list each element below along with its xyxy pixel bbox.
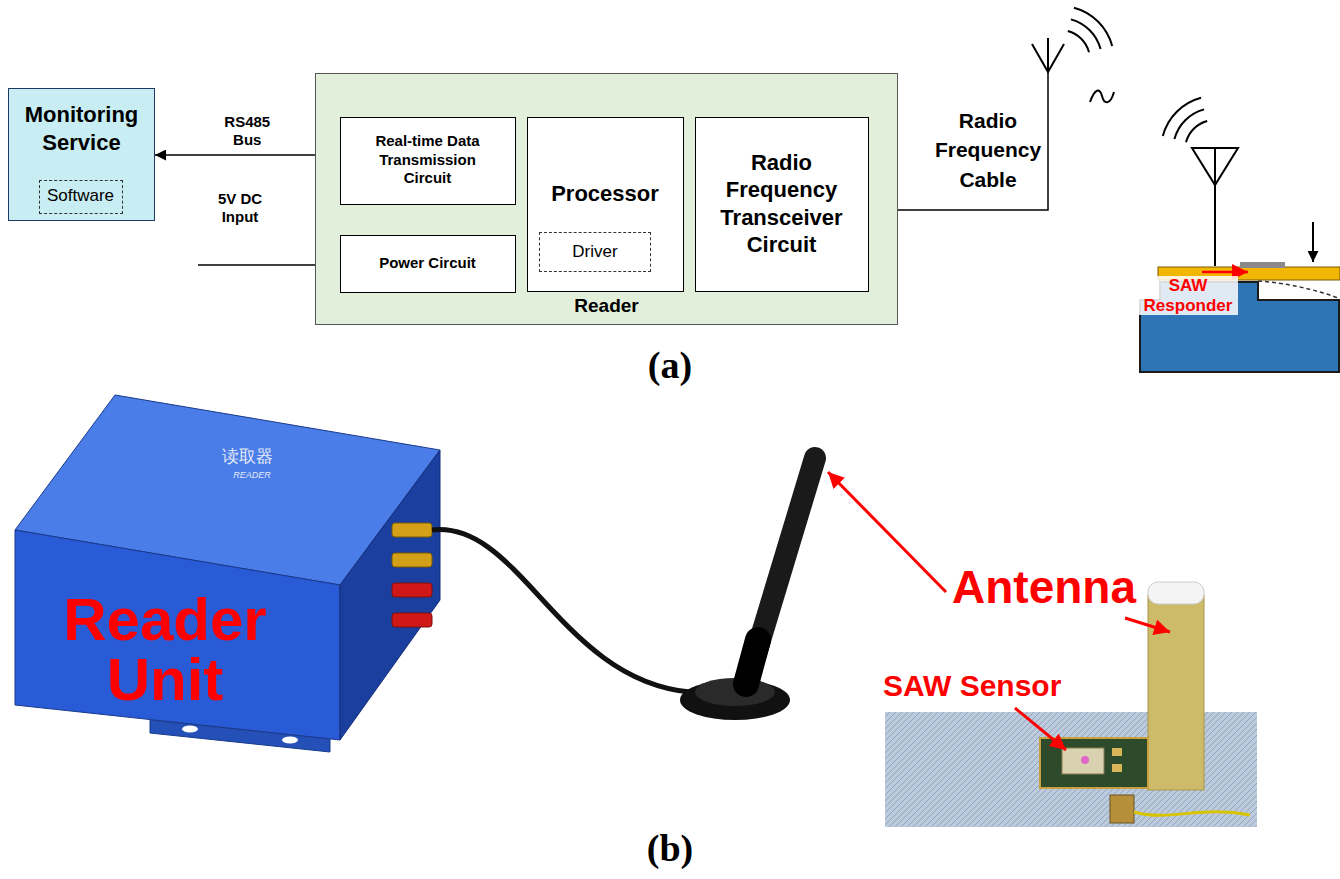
- box-text: Real-time Data Transmission Circuit: [363, 132, 493, 188]
- housing-end: [340, 450, 440, 740]
- signal-squiggle: [1090, 91, 1114, 103]
- housing-front: [15, 530, 340, 740]
- box-text: Power Circuit: [379, 254, 476, 273]
- pointer-arrow: [1015, 708, 1066, 750]
- antenna-joint: [746, 640, 758, 684]
- part-label: Antenna: [952, 560, 1152, 615]
- power-connector: [392, 613, 432, 627]
- sma-connector: [392, 523, 432, 537]
- service-box: Monitoring ServiceSoftware: [8, 88, 155, 221]
- cylinder-antenna: [1148, 595, 1204, 790]
- panel-label: (a): [600, 343, 740, 389]
- sensor-pcb: [1040, 738, 1148, 788]
- part-label: SAW Responder: [1138, 276, 1238, 315]
- power-connector: [392, 583, 432, 597]
- device-marking: READER: [226, 470, 278, 481]
- box-text: Reader: [574, 294, 638, 318]
- cable-label: Radio Frequency Cable: [930, 106, 1046, 194]
- lead-wire: [1134, 812, 1250, 816]
- mounting-flange: [150, 720, 330, 752]
- connector-part: [1110, 795, 1134, 823]
- antenna-cap: [1148, 582, 1204, 604]
- pointer-arrow: [1125, 618, 1170, 632]
- pointer-arrow: [1202, 271, 1248, 274]
- chip-die: [1081, 756, 1089, 764]
- device-marking: 读取器: [216, 446, 278, 466]
- circuit-box: Real-time Data Transmission Circuit: [340, 117, 516, 205]
- reader-box: Reader Real-time Data Transmission Circui…: [315, 73, 898, 325]
- part-label: SAW Sensor: [883, 668, 1093, 704]
- box-text: Processor: [551, 180, 659, 208]
- panel-label: (b): [600, 826, 740, 872]
- radio-waves: [1163, 98, 1207, 142]
- bus-label: RS485 Bus: [217, 113, 277, 149]
- processor-box: ProcessorDriver: [527, 117, 684, 292]
- antenna-feed-line: [1214, 148, 1216, 266]
- force-arrow: [1312, 222, 1314, 262]
- deflection-curve: [1258, 281, 1338, 298]
- circuit-box: Power Circuit: [340, 235, 516, 293]
- saw-chip: [1062, 748, 1104, 774]
- bus-arrow: [155, 154, 340, 156]
- saw-chip: [1240, 262, 1285, 268]
- circuit-box: Radio Frequency Transceiver Circuit: [695, 117, 869, 292]
- box-text: Software: [47, 185, 114, 206]
- driver-box: Driver: [539, 232, 651, 272]
- antenna-symbol: [1032, 38, 1064, 72]
- mounting-hole: [182, 726, 198, 733]
- box-text: Radio Frequency Transceiver Circuit: [708, 149, 855, 259]
- software-box: Software: [39, 180, 123, 214]
- sma-connector: [392, 553, 432, 567]
- antenna-cable: [432, 530, 690, 692]
- solder-pad: [1112, 764, 1122, 772]
- pointer-arrow: [828, 472, 946, 592]
- radio-waves: [1068, 8, 1112, 52]
- solder-pad: [1112, 748, 1122, 756]
- box-text: Driver: [572, 241, 617, 262]
- box-text: Monitoring Service: [18, 101, 146, 156]
- mounting-hole: [282, 737, 298, 744]
- input-label: 5V DC Input: [205, 190, 275, 226]
- part-label: Reader Unit: [30, 590, 300, 710]
